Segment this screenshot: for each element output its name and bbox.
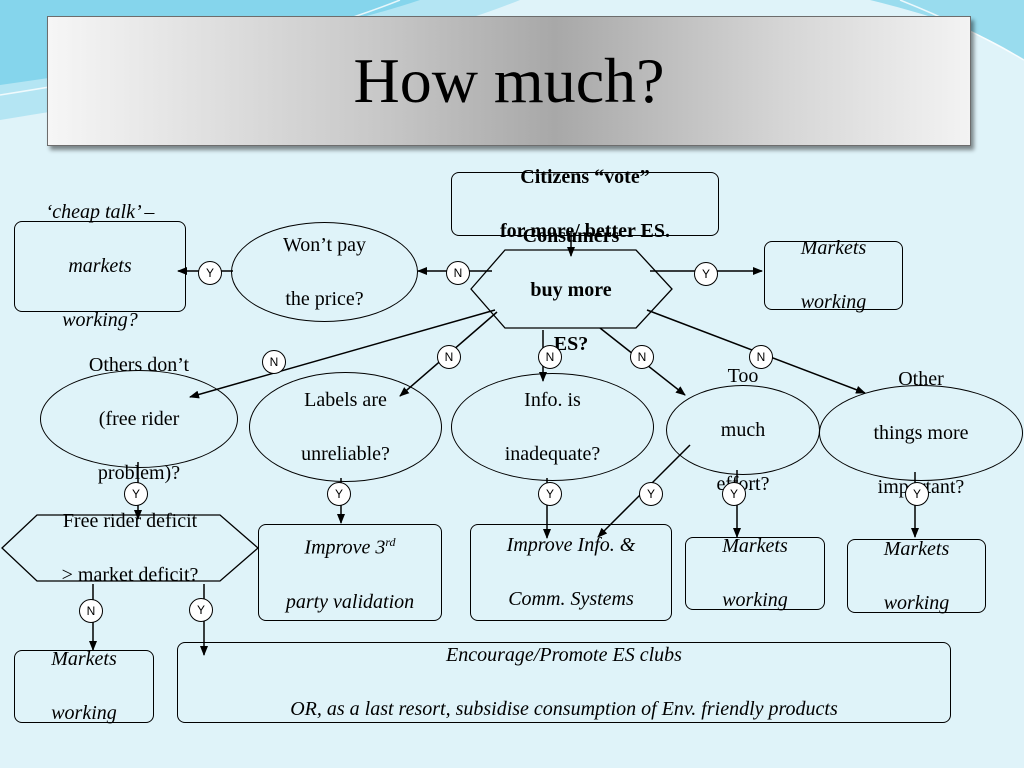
citizens-line-1: Citizens “vote” — [520, 165, 650, 188]
other-things-line-1: Other — [898, 367, 944, 390]
markets-other-line-1: Markets — [883, 537, 950, 560]
improve-info-line-1: Improve Info. & — [506, 534, 636, 556]
info-line-2: inadequate? — [504, 442, 601, 465]
others-line-1: Others don’t — [88, 353, 190, 376]
no-marker-info: N — [538, 345, 562, 369]
improve-info-box: Improve Info. & Comm. Systems — [470, 524, 672, 621]
cheap-talk-line-2: markets — [68, 255, 132, 277]
others-line-3: problem)? — [97, 461, 181, 484]
effort-line-2: much — [720, 418, 766, 441]
markets-bottom-line-1: Markets — [51, 648, 117, 670]
labels-unreliable-oval: Labels are unreliable? — [249, 372, 442, 482]
cheap-talk-line-1: ‘cheap talk’ – — [45, 201, 155, 223]
yes-marker-cheap-talk: Y — [198, 261, 222, 285]
markets-effort-line-2: working — [722, 589, 788, 611]
yes-marker-labels: Y — [327, 482, 351, 506]
yes-marker-others: Y — [124, 482, 148, 506]
improve-info-line-2: Comm. Systems — [508, 588, 634, 610]
no-marker-free-rider: N — [79, 599, 103, 623]
no-marker-others: N — [262, 350, 286, 374]
other-things-oval: Other things more important? — [819, 368, 1023, 498]
improve3-superscript: rd — [385, 535, 396, 550]
citizens-line-2: for more/ better ES. — [500, 219, 670, 242]
other-things-line-2: things more — [873, 421, 969, 444]
yes-marker-effort-left: Y — [639, 482, 663, 506]
no-marker-wont-pay: N — [446, 261, 470, 285]
title-bar: How much? — [47, 16, 971, 146]
yes-marker-info: Y — [538, 482, 562, 506]
improve3-line-2: party validation — [285, 590, 415, 613]
free-rider-line-1: Free rider deficit — [62, 509, 198, 532]
info-line-1: Info. is — [524, 388, 581, 411]
yes-marker-free-rider: Y — [189, 598, 213, 622]
encourage-es-clubs-box: Encourage/Promote ES clubs OR, as a last… — [177, 642, 951, 723]
wont-pay-line-1: Won’t pay — [282, 233, 366, 256]
encourage-line-1: Encourage/Promote ES clubs — [446, 644, 682, 666]
markets-other-line-2: working — [883, 591, 950, 614]
no-marker-effort: N — [630, 345, 654, 369]
others-line-2: (free rider — [98, 407, 180, 430]
yes-marker-other-things: Y — [905, 482, 929, 506]
wont-pay-oval: Won’t pay the price? — [231, 222, 418, 322]
free-rider-line-2: > market deficit? — [61, 563, 199, 586]
too-much-effort-oval: Too much effort? — [666, 365, 820, 495]
labels-line-1: Labels are — [304, 388, 387, 411]
yes-marker-effort-right: Y — [722, 482, 746, 506]
yes-marker-markets-top: Y — [694, 262, 718, 286]
citizens-vote-box: Citizens “vote” for more/ better ES. — [451, 166, 719, 242]
improve3-line-1: Improve 3 — [304, 536, 386, 559]
encourage-line-2: OR, as a last resort, subsidise consumpt… — [290, 698, 838, 720]
markets-working-bottom-box: Markets working — [14, 648, 154, 724]
consumers-line-3: ES? — [553, 332, 589, 355]
info-inadequate-oval: Info. is inadequate? — [451, 373, 654, 481]
no-marker-other-things: N — [749, 345, 773, 369]
consumers-line-2: buy more — [530, 278, 612, 301]
consumers-buy-more-node: Consumers buy more ES? — [500, 225, 642, 355]
no-marker-labels: N — [437, 345, 461, 369]
markets-top-line-1: Markets — [800, 237, 867, 259]
citizens-vote-text: Citizens “vote” for more/ better ES. — [500, 137, 670, 272]
improve-validation-box: Improve 3rd party validation — [258, 524, 442, 621]
markets-top-line-2: working — [800, 291, 867, 313]
markets-working-other-box: Markets working — [847, 537, 986, 614]
others-dont-oval: Others don’t (free rider problem)? — [40, 354, 238, 484]
markets-working-effort-box: Markets working — [685, 535, 825, 611]
free-rider-deficit-node: Free rider deficit > market deficit? — [30, 510, 230, 586]
wont-pay-line-2: the price? — [285, 287, 364, 310]
labels-line-2: unreliable? — [301, 442, 390, 465]
cheap-talk-box: ‘cheap talk’ – markets working? — [14, 201, 186, 331]
page-title: How much? — [353, 45, 665, 116]
markets-bottom-line-2: working — [51, 702, 117, 724]
consumers-line-1: Consumers — [522, 224, 620, 247]
cheap-talk-line-3: working? — [62, 309, 138, 331]
markets-effort-line-1: Markets — [722, 535, 788, 557]
markets-working-top-box: Markets working — [764, 237, 903, 313]
